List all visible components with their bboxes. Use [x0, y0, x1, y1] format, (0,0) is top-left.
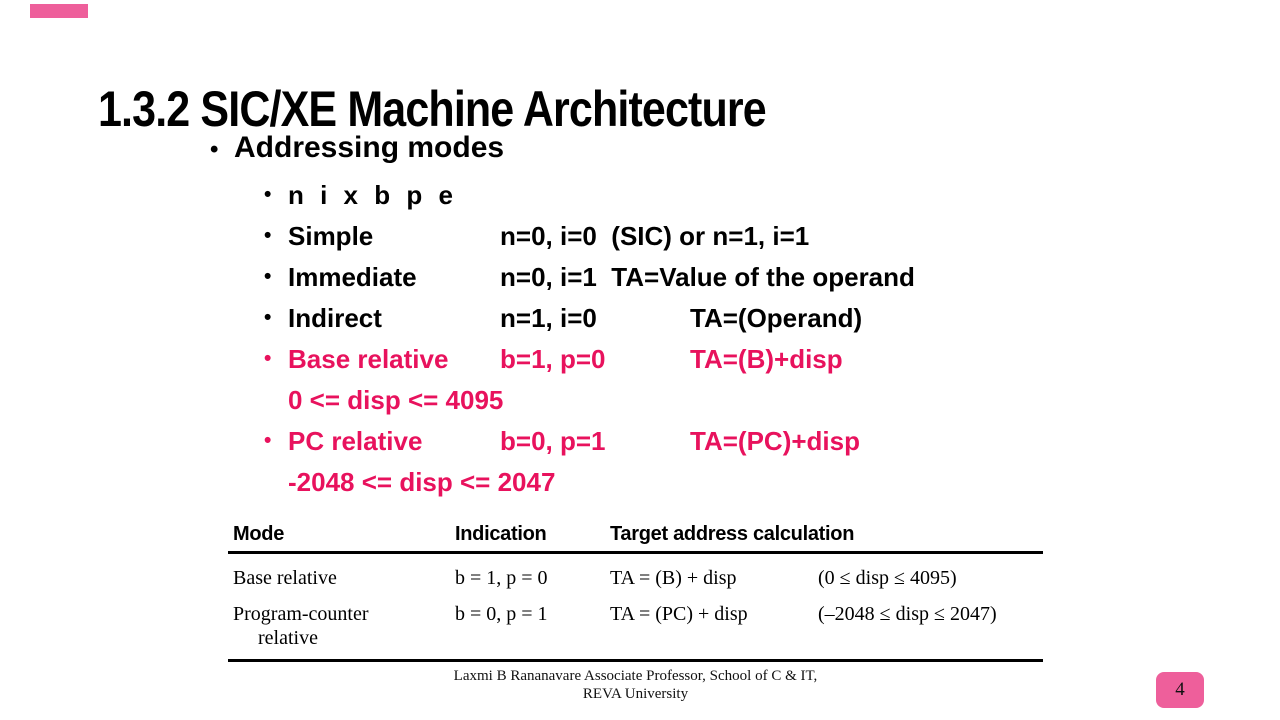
bullet-icon: •: [264, 429, 272, 452]
mode-ta: TA=(PC)+disp: [690, 426, 860, 456]
header-mode: Mode: [233, 523, 285, 545]
flag-bits-label: n i x b p e: [288, 180, 453, 210]
mode-label: PC relative: [288, 426, 423, 456]
range-text: -2048 <= disp <= 2047: [288, 467, 556, 497]
page-number: 4: [1175, 679, 1185, 700]
cell-target: TA = (B) + disp: [610, 567, 737, 589]
cell-mode: Program-counter relative: [233, 602, 455, 650]
cell-mode-line2: relative: [258, 627, 318, 649]
range-text: 0 <= disp <= 4095: [288, 385, 504, 415]
header-target: Target address calculation: [610, 523, 855, 545]
list-item-pc-relative: • PC relative b=0, p=1 TA=(PC)+disp: [264, 424, 915, 465]
mode-label: Simple: [288, 221, 374, 251]
cell-mode: Base relative: [233, 567, 337, 589]
mode-detail: n=0, i=0 (SIC) or n=1, i=1: [500, 221, 810, 251]
list-item-base-relative: • Base relative b=1, p=0 TA=(B)+disp: [264, 342, 915, 383]
table-row: Program-counter relative b = 0, p = 1 TA…: [228, 602, 1043, 650]
header-indication: Indication: [455, 523, 547, 545]
section-label: Addressing modes: [234, 131, 505, 164]
mode-bits: n=1, i=0: [500, 303, 597, 333]
footer-credit: Laxmi B Rananavare Associate Professor, …: [228, 667, 1043, 703]
mode-detail: n=0, i=1 TA=Value of the operand: [500, 262, 915, 292]
list-item-nixbpe: • n i x b p e: [264, 178, 915, 219]
bullet-icon: •: [264, 306, 272, 329]
list-item-simple: • Simple n=0, i=0 (SIC) or n=1, i=1: [264, 219, 915, 260]
cell-range: (–2048 ≤ disp ≤ 2047): [818, 603, 997, 625]
mode-label: Indirect: [288, 303, 382, 333]
page-number-badge: 4: [1156, 672, 1204, 708]
footer-line1: Laxmi B Rananavare Associate Professor, …: [453, 668, 818, 684]
mode-bits: b=1, p=0: [500, 344, 606, 374]
slide-title: 1.3.2 SIC/XE Machine Architecture: [98, 81, 767, 137]
pc-disp-range: -2048 <= disp <= 2047: [264, 465, 915, 506]
table-bottom-rule: [228, 659, 1043, 662]
mode-bits: b=0, p=1: [500, 426, 606, 456]
corner-accent-bar: [30, 4, 88, 18]
mode-ta: TA=(B)+disp: [690, 344, 843, 374]
addressing-modes-table: Mode Indication Target address calculati…: [228, 514, 1043, 662]
cell-indication: b = 0, p = 1: [455, 603, 548, 625]
bullet-icon: •: [264, 265, 272, 288]
bullet-icon: •: [264, 347, 272, 370]
mode-label: Immediate: [288, 262, 417, 292]
footer-line2: REVA University: [582, 686, 689, 702]
table-row: Base relative b = 1, p = 0 TA = (B) + di…: [228, 566, 1043, 590]
table-header-rule: [228, 551, 1043, 554]
addressing-modes-list: • n i x b p e • Simple n=0, i=0 (SIC) or…: [264, 178, 915, 506]
table-header-row: Mode Indication Target address calculati…: [228, 514, 1043, 551]
cell-indication: b = 1, p = 0: [455, 567, 548, 589]
base-disp-range: 0 <= disp <= 4095: [264, 383, 915, 424]
cell-mode-line1: Program-counter: [233, 603, 369, 625]
bullet-icon: •: [264, 224, 272, 247]
list-item-immediate: • Immediate n=0, i=1 TA=Value of the ope…: [264, 260, 915, 301]
cell-range: (0 ≤ disp ≤ 4095): [818, 567, 957, 589]
bullet-icon: •: [264, 183, 272, 206]
list-item-indirect: • Indirect n=1, i=0 TA=(Operand): [264, 301, 915, 342]
cell-target: TA = (PC) + disp: [610, 603, 748, 625]
mode-ta: TA=(Operand): [690, 303, 863, 333]
section-bullet-line: • Addressing modes: [210, 131, 504, 165]
mode-label: Base relative: [288, 344, 449, 374]
bullet-icon: •: [210, 136, 219, 163]
